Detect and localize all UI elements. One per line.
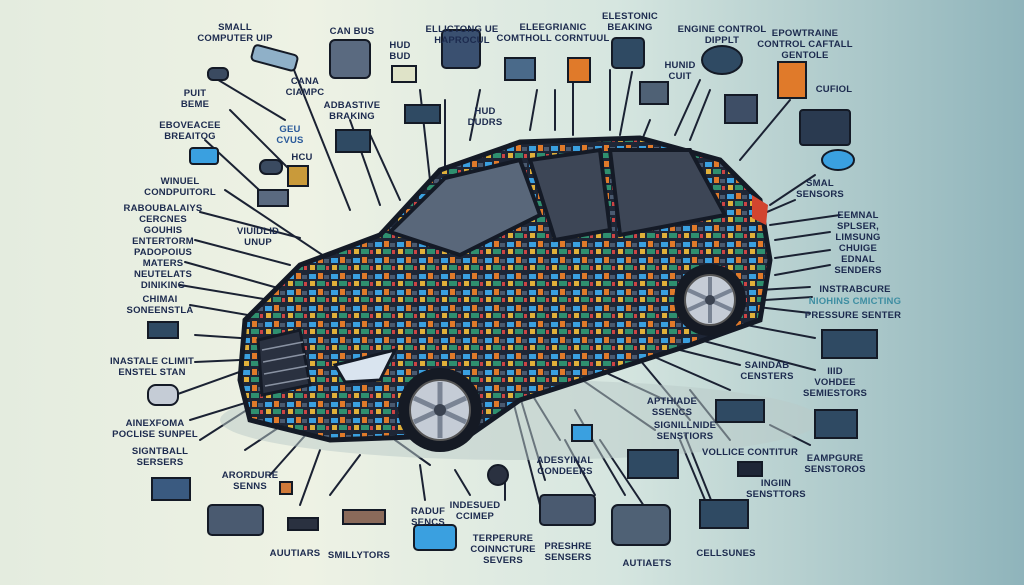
label-indesued: INDESUED CCIMEP [449, 500, 501, 522]
label-cufiol: CUFIOL [815, 84, 853, 95]
label-pressure-senter: PRESSURE SENTER [804, 310, 902, 321]
label-engine-control: ENGINE CONTROL DIPPLT [677, 24, 767, 46]
connector-icon [259, 159, 283, 175]
side-window-rear [607, 148, 729, 238]
headlight [332, 347, 398, 384]
label-apthiade: APTHIADE SSENCS [646, 396, 698, 418]
label-winuel: WINUEL CONDPUITORL [144, 176, 216, 198]
label-vollice: VOLLICE CONTITUR [701, 447, 799, 458]
relay-icon [567, 57, 591, 83]
label-saindab: SAINDAB CENSTERS [740, 360, 794, 382]
box-icon [611, 37, 645, 69]
module-icon [413, 524, 457, 551]
label-electronic: ELLICTONG UE HAPROCUL [425, 24, 499, 46]
label-chimai: CHIMAI SONEENSTLA [126, 294, 194, 316]
label-terperure: TERPERURE COINNCTURE SEVERS [470, 533, 536, 566]
sensor-strip-icon [342, 509, 386, 525]
label-preshre: PRESHRE SENSERS [544, 541, 592, 563]
chip-icon [335, 129, 371, 153]
ecu-box-icon [799, 109, 851, 146]
rear-wheel [674, 264, 746, 336]
label-ainexfoma: AINEXFOMA POCLISE SUNPEL [112, 418, 198, 440]
front-wheel [398, 368, 482, 452]
chip-icon [257, 189, 289, 207]
label-eboveacee: EBOVEACEE BREAITOG [159, 120, 221, 142]
label-powertrain: EPOWTRAINE CONTROL CAFTALL GENTOLE [757, 28, 853, 61]
label-iiid: IIID VOHDEE SEMIESTORS [802, 366, 868, 399]
label-puit-beme: PUIT BEME [180, 88, 210, 110]
plug-icon [287, 165, 309, 187]
label-can-bus: CAN BUS [329, 26, 375, 37]
label-hud-bud: HUD BUD [389, 40, 411, 62]
connector-icon [207, 67, 229, 81]
chip-icon [627, 449, 679, 479]
label-autiaets: AUTIAETS [622, 558, 672, 569]
label-cana: CANA CIAMPC [285, 76, 325, 98]
module-icon [639, 81, 669, 105]
module-icon [207, 504, 264, 536]
label-adaptive-braking: ADBASTIVE BRAKING [323, 100, 381, 122]
tail-light [752, 195, 768, 225]
sensor-icon [701, 45, 743, 75]
display-module-icon [189, 147, 219, 165]
label-right-list: EEMNAL SPLSER, LIMSUNG CHUIGE EDNAL SEND… [834, 210, 882, 276]
actuator-icon [611, 504, 671, 546]
label-geu: GEU CVUS [276, 124, 304, 146]
chip-icon [151, 477, 191, 501]
label-hud-dudrs: HUD DUDRS [467, 106, 503, 128]
chip-icon [814, 409, 858, 439]
label-signillnide: SIGNILLNIDE SENSTIORS [653, 420, 717, 442]
label-electronic-control: ELEEGRIANIC COMTHOLL CORNTUUL [496, 22, 610, 44]
label-instrabcure: INSTRABCURE [819, 284, 891, 295]
grille [256, 328, 312, 397]
label-viuidlid: VIUIDLID UNUP [236, 226, 280, 248]
resistor-icon [279, 481, 293, 495]
label-hcu: HCU [291, 152, 313, 163]
module-icon [504, 57, 536, 81]
label-eampgure: EAMPGURE SENSTOROS [804, 453, 866, 475]
module-icon [539, 494, 596, 526]
chip-icon [391, 65, 417, 83]
label-auutiars: AUUTIARS [269, 548, 321, 559]
label-left-list: RABOUBALAIYS CERCNES GOUHIS ENTERTORM PA… [123, 203, 203, 291]
sensor-icon [487, 464, 509, 486]
chip-icon [715, 399, 765, 423]
chip-icon [404, 104, 441, 124]
label-small-computer: SMALL COMPUTER UIP [197, 22, 273, 44]
controller-icon [441, 29, 481, 69]
label-smal-sensors: SMAL SENSORS [796, 178, 844, 200]
label-ingiin: INGIIN SENSTTORS [746, 478, 806, 500]
label-arordure: ARORDURE SENNS [221, 470, 279, 492]
chip-icon [699, 499, 749, 529]
chip-icon [147, 321, 179, 339]
connector-icon [571, 424, 593, 442]
label-inastale: INASTALE CLIMIT ENSTEL STAN [109, 356, 195, 378]
actuator-icon [724, 94, 758, 124]
controller-icon [777, 61, 807, 99]
label-adesyinal: ADESYINAL CONDEERS [536, 455, 594, 477]
windshield [386, 157, 543, 258]
label-raduf: RADUF SENCS [410, 506, 446, 528]
chip-icon [737, 461, 763, 477]
label-signtball: SIGNTBALL SERSERS [131, 446, 189, 468]
label-niohins: NIOHINS CMICTING [808, 296, 902, 307]
module-icon [250, 44, 299, 72]
label-smillytors: SMILLYTORS [327, 550, 391, 561]
sensor-icon [821, 149, 855, 171]
cylinder-sensor-icon [147, 384, 179, 406]
label-cellsunes: CELLSUNES [696, 548, 756, 559]
label-hunid-cuit: HUNID CUIT [664, 60, 696, 82]
chip-icon [821, 329, 878, 359]
engine-module-icon [329, 39, 371, 79]
chip-icon [287, 517, 319, 531]
label-electronic-braking: ELESTONIC BEAKING [602, 11, 658, 33]
side-window-front [527, 147, 613, 243]
